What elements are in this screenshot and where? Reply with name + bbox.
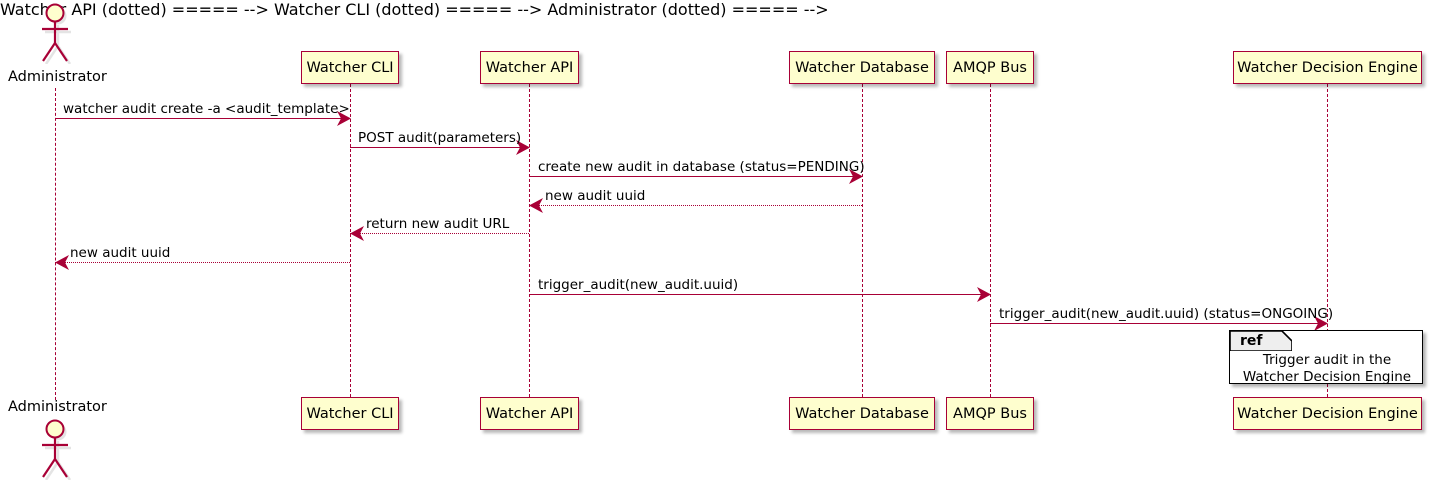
- message-label-5: return new audit URL: [366, 216, 510, 232]
- lifeline-watcher-cli: [350, 84, 351, 397]
- actor-icon: [42, 3, 72, 65]
- lifeline-watcher-decision-engine: [1327, 84, 1328, 397]
- arrowhead-left-5: [350, 226, 364, 241]
- ref-tab-label: ref: [1240, 333, 1263, 349]
- participant-box-watcher-database-top[interactable]: Watcher Database: [789, 51, 935, 84]
- message-label-4: new audit uuid: [545, 188, 646, 204]
- actor-icon: [42, 419, 72, 481]
- message-arrow-6: [55, 262, 350, 263]
- lifeline-amqp-bus: [990, 84, 991, 397]
- arrowhead-right-8: [1314, 316, 1328, 331]
- message-label-7: trigger_audit(new_audit.uuid): [538, 277, 739, 293]
- message-arrow-3: [529, 176, 862, 177]
- arrowhead-right-1: [337, 111, 351, 126]
- ref-text-line-2: Watcher Decision Engine: [1242, 369, 1412, 385]
- arrowhead-left-4: [529, 198, 543, 213]
- arrowhead-left-6: [55, 255, 69, 270]
- participant-box-watcher-database-bottom[interactable]: Watcher Database: [789, 397, 935, 430]
- ref-tab-shape: [1230, 331, 1292, 351]
- ref-fragment-box: ref Trigger audit in the Watcher Decisio…: [1229, 330, 1423, 385]
- actor-label-administrator-bottom: Administrator: [8, 399, 107, 415]
- arrowhead-right-2: [516, 140, 530, 155]
- arrowhead-right-7: [977, 287, 991, 302]
- message-arrow-1: [55, 118, 350, 119]
- message-label-1: watcher audit create -a <audit_template>: [63, 101, 350, 117]
- arrowhead-right-3: [849, 169, 863, 184]
- actor-administrator-top: [33, 2, 78, 65]
- actor-label-administrator-top: Administrator: [8, 69, 107, 85]
- participant-box-watcher-cli-bottom[interactable]: Watcher CLI: [301, 397, 399, 430]
- participant-box-watcher-api-bottom[interactable]: Watcher API: [480, 397, 579, 430]
- participant-box-watcher-decision-engine-bottom[interactable]: Watcher Decision Engine: [1233, 397, 1422, 430]
- lifeline-watcher-api: [529, 84, 530, 397]
- participant-box-amqp-bus-bottom[interactable]: AMQP Bus: [946, 397, 1034, 430]
- actor-administrator-bottom: [33, 418, 78, 481]
- lifeline-watcher-database: [862, 84, 863, 397]
- message-arrow-8: [990, 323, 1327, 324]
- message-arrow-4: [529, 205, 862, 206]
- message-label-3: create new audit in database (status=PEN…: [538, 159, 865, 175]
- message-label-6: new audit uuid: [70, 245, 171, 261]
- participant-box-watcher-api-top[interactable]: Watcher API: [480, 51, 579, 84]
- message-label-2: POST audit(parameters): [358, 130, 522, 146]
- participant-box-watcher-decision-engine-top[interactable]: Watcher Decision Engine: [1233, 51, 1422, 84]
- message-label-8: trigger_audit(new_audit.uuid) (status=ON…: [999, 306, 1334, 322]
- participant-box-amqp-bus-top[interactable]: AMQP Bus: [946, 51, 1034, 84]
- message-arrow-7: [529, 294, 990, 295]
- ref-text-line-1: Trigger audit in the: [1262, 352, 1392, 368]
- message-arrow-5: [350, 233, 529, 234]
- participant-box-watcher-cli-top[interactable]: Watcher CLI: [301, 51, 399, 84]
- lifeline-administrator: [55, 88, 56, 400]
- message-arrow-2: [350, 147, 529, 148]
